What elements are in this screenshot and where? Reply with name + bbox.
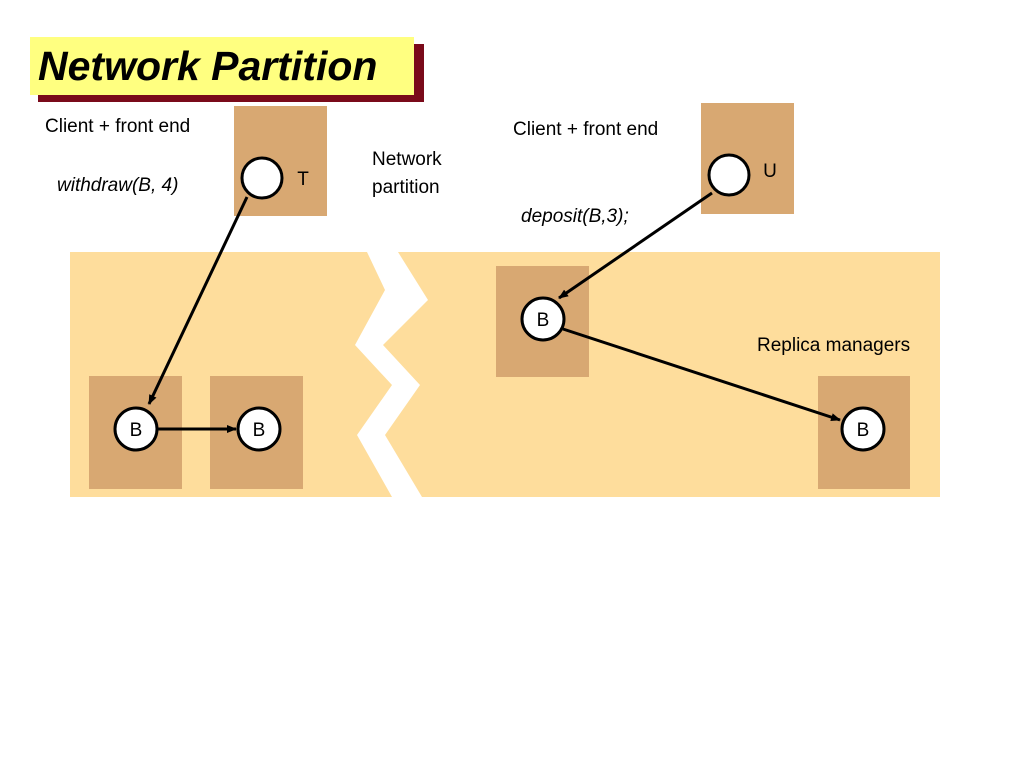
title-box: Network Partition bbox=[30, 37, 414, 95]
right-operation-label: deposit(B,3); bbox=[521, 206, 629, 227]
replica-node-right-2 bbox=[840, 406, 886, 452]
replica-node-right-1 bbox=[520, 296, 566, 342]
replica-label-left-1: B bbox=[130, 420, 143, 441]
arrow-u-to-replica bbox=[558, 191, 713, 300]
client-node-u bbox=[707, 153, 751, 197]
left-client-label: Client + front end bbox=[45, 116, 191, 137]
slide-title: Network Partition bbox=[38, 42, 378, 89]
right-client-label: Client + front end bbox=[513, 119, 659, 140]
transaction-label-u: U bbox=[763, 161, 777, 182]
replica-label-right-2: B bbox=[857, 420, 870, 441]
replica-label-right-1: B bbox=[537, 310, 550, 331]
transaction-label-t: T bbox=[297, 169, 309, 190]
arrow-right-replica-update bbox=[562, 327, 841, 422]
partition-label-line2: partition bbox=[372, 177, 440, 198]
client-box-t bbox=[234, 106, 327, 216]
partition-label-line1: Network bbox=[372, 149, 442, 170]
arrow-t-to-replica bbox=[147, 196, 249, 405]
replica-label-left-2: B bbox=[253, 420, 266, 441]
client-box-u bbox=[701, 103, 794, 214]
replica-node-left-1 bbox=[113, 406, 159, 452]
client-node-t bbox=[240, 156, 284, 200]
replica-node-left-2 bbox=[236, 406, 282, 452]
replica-managers-label: Replica managers bbox=[757, 335, 911, 356]
left-operation-label: withdraw(B, 4) bbox=[57, 175, 179, 196]
